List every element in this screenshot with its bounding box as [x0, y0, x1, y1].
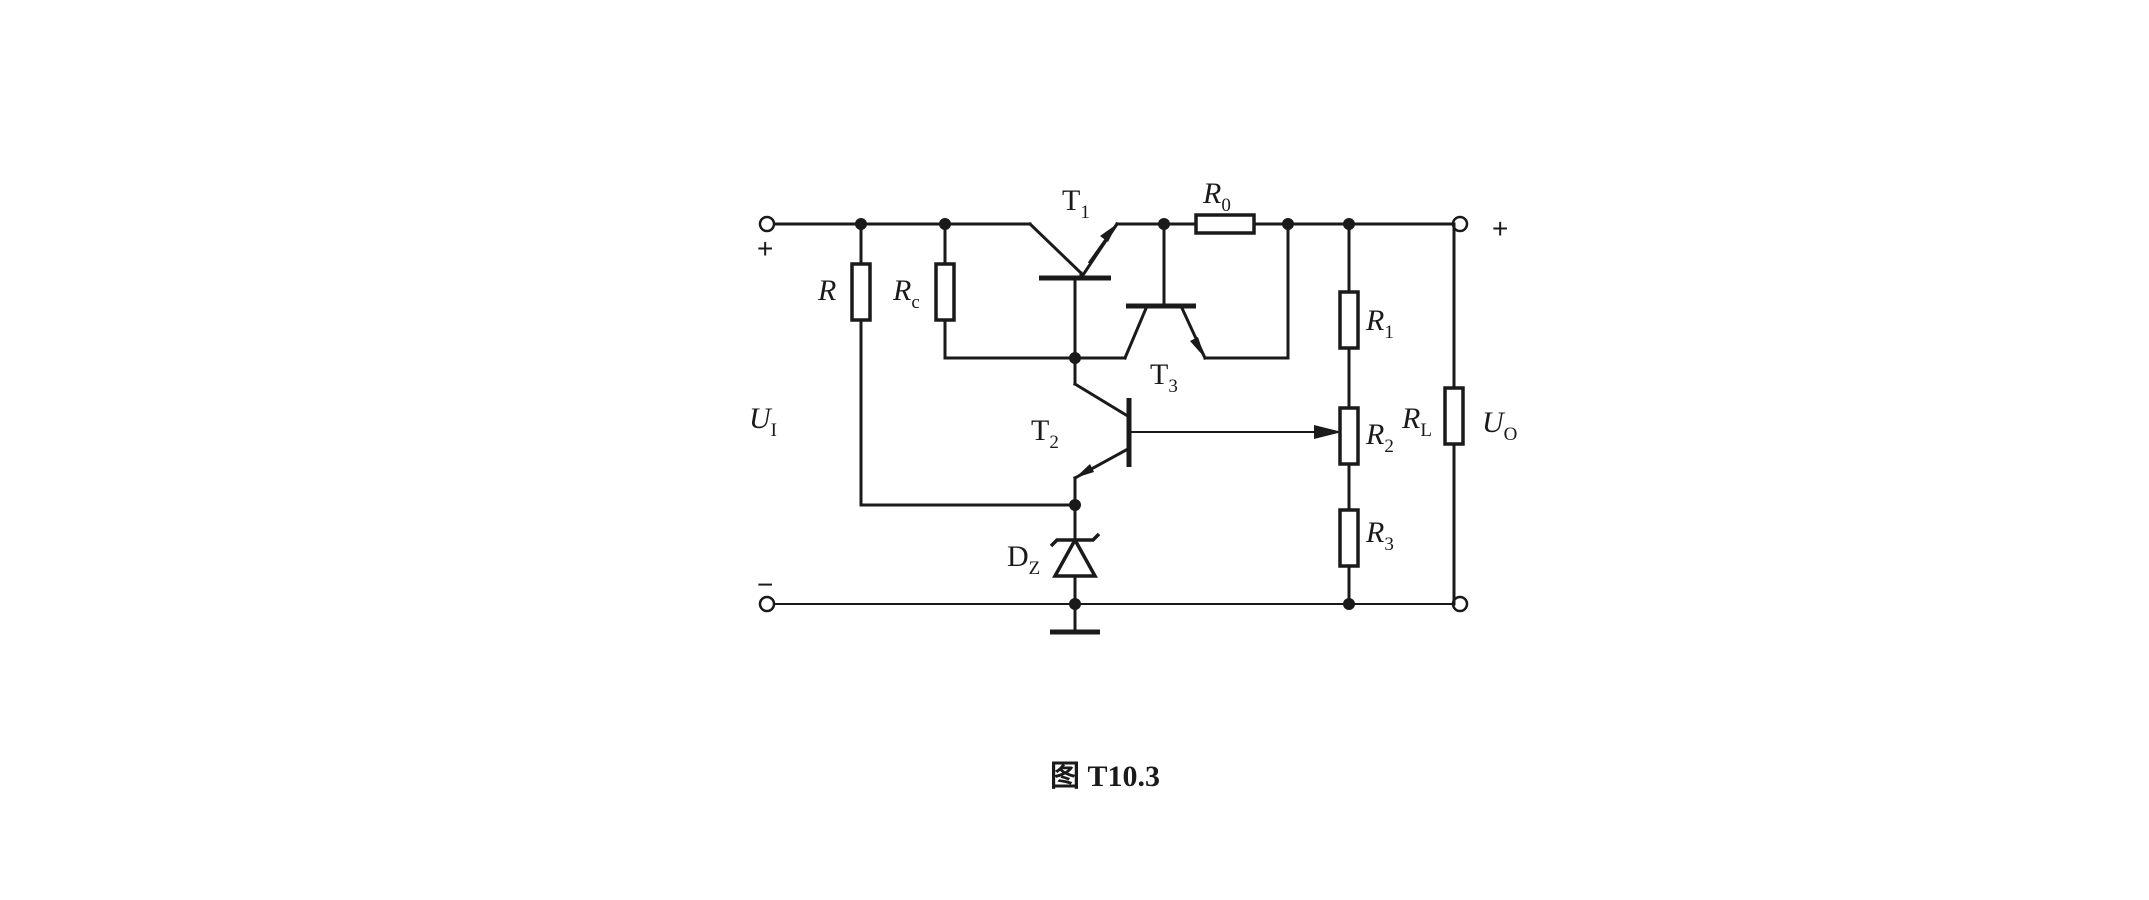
- resistor-r0: R0: [1194, 177, 1256, 235]
- figure-caption: 图 T10.3: [1050, 760, 1160, 793]
- input-terminals: + − UI: [749, 215, 777, 613]
- input-plus-terminal: [758, 215, 776, 233]
- resistor-rc: Rc: [892, 222, 1127, 360]
- t2-label: T2: [1031, 414, 1059, 453]
- output-voltage-label: UO: [1482, 406, 1517, 445]
- transistor-t3: T3: [1123, 222, 1290, 397]
- t3-emitter-arrow: [1190, 337, 1205, 358]
- resistor-r3: [1338, 508, 1360, 568]
- resistor-r1: [1338, 290, 1360, 350]
- junction-dots: [855, 218, 1355, 610]
- input-plus-sign: +: [757, 233, 773, 264]
- t1-label: T1: [1062, 184, 1090, 223]
- resistor-rl-label: RL: [1401, 402, 1432, 441]
- zener-triangle: [1052, 536, 1098, 578]
- resistor-r-label: R: [817, 274, 836, 307]
- transistor-t2: T2: [1031, 356, 1132, 507]
- resistor-r0-label: R0: [1202, 177, 1231, 216]
- top-rail: [772, 221, 1456, 280]
- input-minus-sign: −: [757, 569, 773, 600]
- resistor-r3-label: R3: [1365, 516, 1394, 555]
- zener-bar: [1049, 532, 1101, 548]
- output-plus-sign: +: [1492, 213, 1508, 244]
- t2-base-wiper-line: [1129, 425, 1342, 439]
- output-terminals: + UO: [1451, 213, 1517, 613]
- t3-label: T3: [1150, 358, 1178, 397]
- voltage-divider: R1 R2 R3: [1338, 222, 1394, 606]
- wiper-arrow: [1314, 425, 1342, 439]
- load-resistor-rl: RL: [1401, 222, 1465, 606]
- t1-emitter-arrow: [1100, 224, 1117, 242]
- resistor-r1-label: R1: [1365, 304, 1394, 343]
- resistor-r: R: [817, 222, 1077, 507]
- zener-diode-dz: DZ: [1007, 503, 1101, 635]
- resistor-r2-label: R2: [1365, 418, 1394, 457]
- transistor-t1: T1: [1039, 184, 1120, 360]
- input-minus-terminal: [758, 595, 776, 613]
- t2-emitter-arrow: [1075, 464, 1094, 478]
- resistor-rc-label: Rc: [892, 274, 920, 313]
- input-voltage-label: UI: [749, 402, 777, 441]
- resistor-r2: [1338, 406, 1360, 466]
- dz-label: DZ: [1007, 540, 1040, 579]
